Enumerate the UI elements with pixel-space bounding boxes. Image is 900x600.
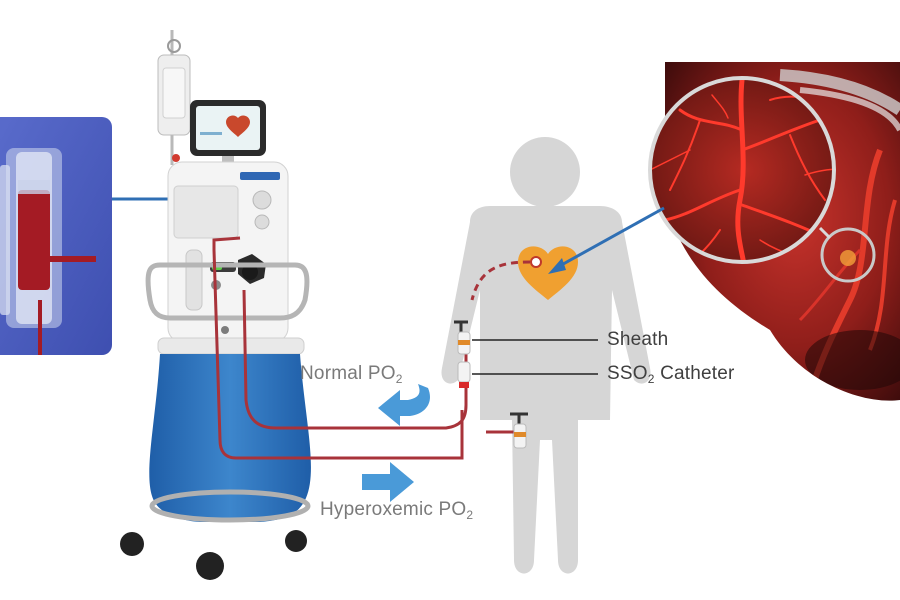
console-monitor bbox=[190, 100, 266, 166]
hyperoxemic-po2-label: Hyperoxemic PO2 bbox=[320, 499, 474, 522]
heart-leader-arrowhead bbox=[548, 258, 566, 274]
iv-bag bbox=[157, 30, 191, 165]
catheter-tip-marker bbox=[530, 256, 542, 268]
heart-leader-line bbox=[555, 206, 665, 270]
sheath-device bbox=[454, 320, 471, 355]
chamber-inset-panel bbox=[0, 117, 112, 355]
console-upper-body bbox=[167, 161, 289, 343]
sso2-catheter-label: SSO2 Catheter bbox=[607, 363, 735, 386]
arrow-left-curved-icon bbox=[378, 384, 430, 426]
sheath-label: Sheath bbox=[607, 329, 669, 350]
console-base bbox=[120, 337, 311, 580]
return-port-device bbox=[510, 412, 528, 449]
blood-tubing bbox=[212, 236, 531, 460]
arrow-right-icon bbox=[362, 462, 414, 502]
sso2-catheter-device bbox=[457, 361, 471, 388]
patient-silhouette bbox=[441, 137, 651, 574]
console-handle-rail bbox=[145, 262, 310, 321]
heart-anatomy-image bbox=[648, 62, 900, 401]
normal-po2-label: Normal PO2 bbox=[300, 363, 403, 386]
